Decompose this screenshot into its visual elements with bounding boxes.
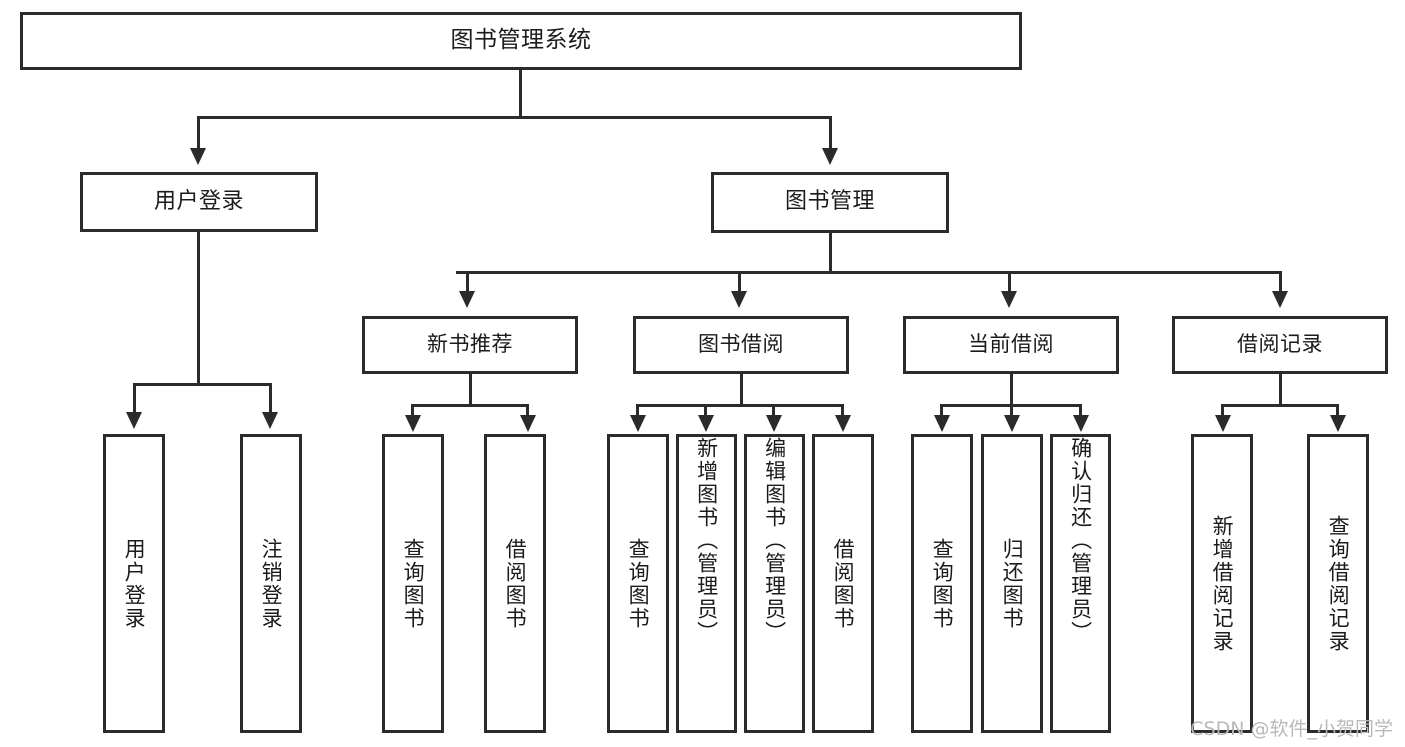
node-borrow-record[interactable]: 借阅记录 bbox=[1172, 316, 1388, 374]
watermark-text: CSDN @软件_小贺同学 bbox=[1190, 718, 1393, 740]
node-label: 新书推荐 bbox=[427, 332, 513, 357]
connector-to-user-login bbox=[197, 116, 200, 149]
arrow-current-borrow-c1 bbox=[934, 415, 950, 432]
leaf-new-book-query[interactable]: 查询图书 bbox=[382, 434, 444, 733]
connector-book-mgmt-stem bbox=[829, 233, 832, 273]
node-label: 图书借阅 bbox=[698, 332, 784, 357]
leaf-book-borrow-edit[interactable]: 编辑图书（管理员） bbox=[744, 434, 805, 733]
leaf-book-borrow-borrow[interactable]: 借阅图书 bbox=[812, 434, 874, 733]
leaf-current-borrow-return[interactable]: 归还图书 bbox=[981, 434, 1043, 733]
arrow-borrow-record-c1 bbox=[1215, 415, 1231, 432]
node-label: 新增借阅记录 bbox=[1210, 514, 1235, 653]
arrow-book-borrow-c1 bbox=[630, 415, 646, 432]
node-label: 图书管理 bbox=[784, 189, 875, 215]
node-label: 查询图书 bbox=[401, 537, 426, 630]
connector-to-new-book bbox=[466, 271, 469, 292]
connector-root-stem bbox=[519, 70, 522, 118]
node-book-management[interactable]: 图书管理 bbox=[711, 172, 949, 233]
arrow-current-borrow-c2 bbox=[1004, 415, 1020, 432]
connector-new-book-stem bbox=[469, 374, 472, 406]
arrow-to-new-book bbox=[459, 291, 475, 308]
connector-to-current-borrow bbox=[1008, 271, 1011, 292]
connector-book-borrow-c2 bbox=[704, 404, 707, 418]
connector-current-borrow-c3 bbox=[1079, 404, 1082, 418]
node-new-book-recommend[interactable]: 新书推荐 bbox=[362, 316, 578, 374]
connector-book-borrow-c3 bbox=[772, 404, 775, 418]
node-label: 编辑图书（管理员） bbox=[762, 437, 787, 644]
node-current-borrow[interactable]: 当前借阅 bbox=[903, 316, 1119, 374]
connector-book-borrow-bar bbox=[636, 404, 844, 407]
node-label: 新增图书（管理员） bbox=[694, 437, 719, 644]
node-label: 当前借阅 bbox=[968, 332, 1054, 357]
connector-to-book-borrow bbox=[738, 271, 741, 292]
connector-current-borrow-c1 bbox=[940, 404, 943, 418]
connector-current-borrow-c2 bbox=[1010, 404, 1013, 418]
leaf-borrow-record-query[interactable]: 查询借阅记录 bbox=[1307, 434, 1369, 733]
connector-to-borrow-record bbox=[1279, 271, 1282, 292]
node-label: 注销登录 bbox=[259, 537, 284, 630]
arrow-book-borrow-c4 bbox=[835, 415, 851, 432]
node-label: 借阅图书 bbox=[503, 537, 528, 630]
node-label: 查询图书 bbox=[930, 537, 955, 630]
node-label: 归还图书 bbox=[1000, 537, 1025, 630]
leaf-current-borrow-confirm[interactable]: 确认归还（管理员） bbox=[1050, 434, 1111, 733]
node-label: 确认归还（管理员） bbox=[1068, 437, 1093, 644]
connector-book-borrow-c4 bbox=[841, 404, 844, 418]
connector-user-login-stem bbox=[197, 232, 200, 385]
leaf-book-borrow-add[interactable]: 新增图书（管理员） bbox=[676, 434, 737, 733]
arrow-to-user-login bbox=[190, 148, 206, 165]
node-label: 借阅图书 bbox=[831, 537, 856, 630]
node-label: 图书管理系统 bbox=[450, 27, 592, 54]
connector-borrow-record-c2 bbox=[1336, 404, 1339, 418]
leaf-user-login-logout[interactable]: 注销登录 bbox=[240, 434, 302, 733]
node-user-login[interactable]: 用户登录 bbox=[80, 172, 318, 232]
arrow-current-borrow-c3 bbox=[1073, 415, 1089, 432]
arrow-user-login-child2 bbox=[262, 412, 278, 429]
connector-level2-bar bbox=[197, 116, 832, 119]
connector-book-borrow-c1 bbox=[636, 404, 639, 418]
connector-user-login-child1 bbox=[133, 383, 136, 413]
node-label: 借阅记录 bbox=[1237, 332, 1323, 357]
leaf-new-book-borrow[interactable]: 借阅图书 bbox=[484, 434, 546, 733]
arrow-to-borrow-record bbox=[1272, 291, 1288, 308]
connector-level3-bar bbox=[456, 271, 1282, 274]
connector-borrow-record-stem bbox=[1279, 374, 1282, 406]
connector-book-borrow-stem bbox=[740, 374, 743, 406]
connector-borrow-record-c1 bbox=[1221, 404, 1224, 418]
node-label: 查询图书 bbox=[626, 537, 651, 630]
node-label: 查询借阅记录 bbox=[1326, 514, 1351, 653]
arrow-book-borrow-c3 bbox=[766, 415, 782, 432]
arrow-user-login-child1 bbox=[126, 412, 142, 429]
connector-new-book-bar bbox=[411, 404, 529, 407]
leaf-borrow-record-add[interactable]: 新增借阅记录 bbox=[1191, 434, 1253, 733]
connector-new-book-c1 bbox=[411, 404, 414, 418]
arrow-to-book-borrow bbox=[731, 291, 747, 308]
arrow-book-borrow-c2 bbox=[698, 415, 714, 432]
arrow-to-current-borrow bbox=[1001, 291, 1017, 308]
leaf-user-login-login[interactable]: 用户登录 bbox=[103, 434, 165, 733]
arrow-new-book-c1 bbox=[405, 415, 421, 432]
leaf-current-borrow-query[interactable]: 查询图书 bbox=[911, 434, 973, 733]
connector-to-book-mgmt bbox=[829, 116, 832, 149]
arrow-to-book-mgmt bbox=[822, 148, 838, 165]
node-root-system[interactable]: 图书管理系统 bbox=[20, 12, 1022, 70]
connector-user-login-bar bbox=[133, 383, 269, 386]
node-label: 用户登录 bbox=[122, 537, 147, 630]
leaf-book-borrow-query[interactable]: 查询图书 bbox=[607, 434, 669, 733]
connector-new-book-c2 bbox=[526, 404, 529, 418]
node-book-borrow[interactable]: 图书借阅 bbox=[633, 316, 849, 374]
arrow-new-book-c2 bbox=[520, 415, 536, 432]
connector-borrow-record-bar bbox=[1221, 404, 1339, 407]
arrow-borrow-record-c2 bbox=[1330, 415, 1346, 432]
connector-user-login-child2 bbox=[269, 383, 272, 413]
connector-current-borrow-stem bbox=[1010, 374, 1013, 406]
node-label: 用户登录 bbox=[153, 188, 244, 214]
